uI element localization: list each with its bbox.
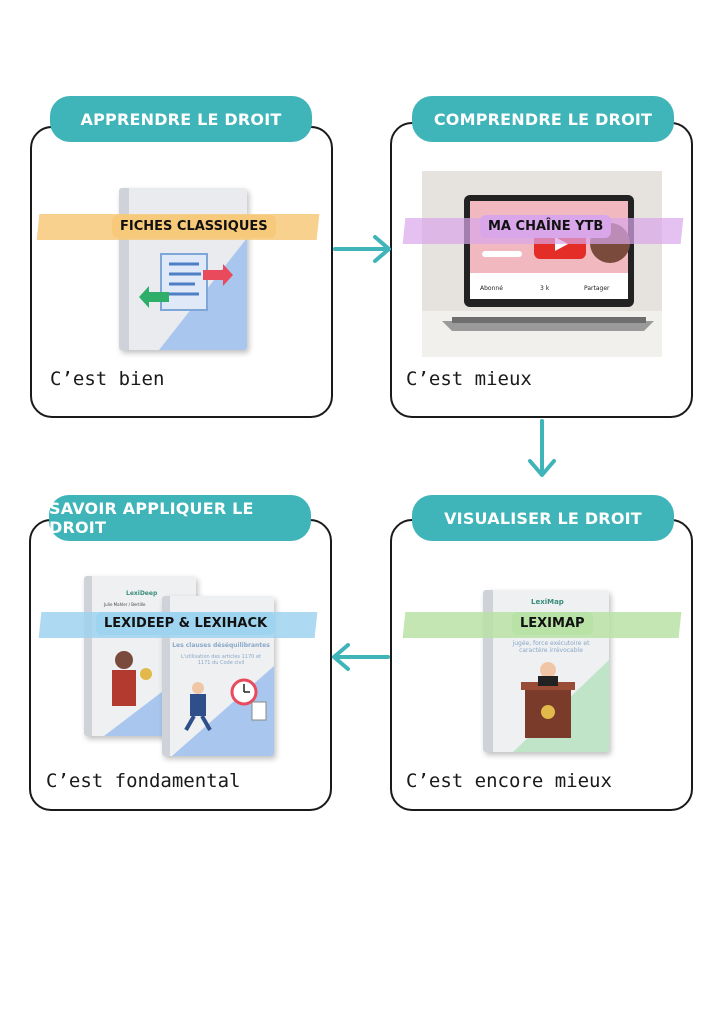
caption-apprendre: C’est bien xyxy=(50,368,165,390)
youtube-photo: Abonné 3 k Partager xyxy=(422,171,662,357)
caption-appliquer: C’est fondamental xyxy=(46,770,241,792)
lexideep-subtitle: Julie Mahler / Bertille xyxy=(104,602,146,607)
leximap-brand: LexiMap xyxy=(531,598,564,606)
arrow-left-icon xyxy=(332,643,390,671)
caption-visualiser: C’est encore mieux xyxy=(406,770,612,792)
video-share-label: Partager xyxy=(584,285,610,292)
tag-ma-chaine-ytb: MA CHAÎNE YTB xyxy=(480,215,612,238)
video-like-count: 3 k xyxy=(540,285,550,292)
step-title-appliquer: SAVOIR APPLIQUER LE DROIT xyxy=(49,495,311,541)
book-fiches-art xyxy=(119,188,247,350)
video-channel-label: Abonné xyxy=(480,285,503,292)
arrow-down-icon xyxy=(528,419,556,477)
tag-leximap: LEXIMAP xyxy=(512,612,593,635)
tag-lexideep-lexihack: LEXIDEEP & LEXIHACK xyxy=(96,612,276,635)
leximap-text: jugée, force exécutoire et caractère irr… xyxy=(512,640,590,654)
caption-comprendre: C’est mieux xyxy=(406,368,532,390)
tag-fiches-classiques: FICHES CLASSIQUES xyxy=(112,215,276,238)
laptop-illustration xyxy=(422,195,662,357)
lexihack-title: Les clauses déséquilibrantes xyxy=(172,642,270,649)
book-leximap-art xyxy=(483,590,609,752)
book-lexihack-art xyxy=(162,596,274,756)
step-title-visualiser: VISUALISER LE DROIT xyxy=(412,495,674,541)
book-fiches-classiques xyxy=(119,188,247,350)
lexideep-brand: LexiDeep xyxy=(126,590,158,597)
arrow-right-icon xyxy=(333,235,391,263)
lexihack-subtitle: L'utilisation des articles 1170 et 1171 … xyxy=(181,654,261,666)
step-title-apprendre: APPRENDRE LE DROIT xyxy=(50,96,312,142)
step-card-visualiser xyxy=(390,519,693,811)
step-title-comprendre: COMPRENDRE LE DROIT xyxy=(412,96,674,142)
